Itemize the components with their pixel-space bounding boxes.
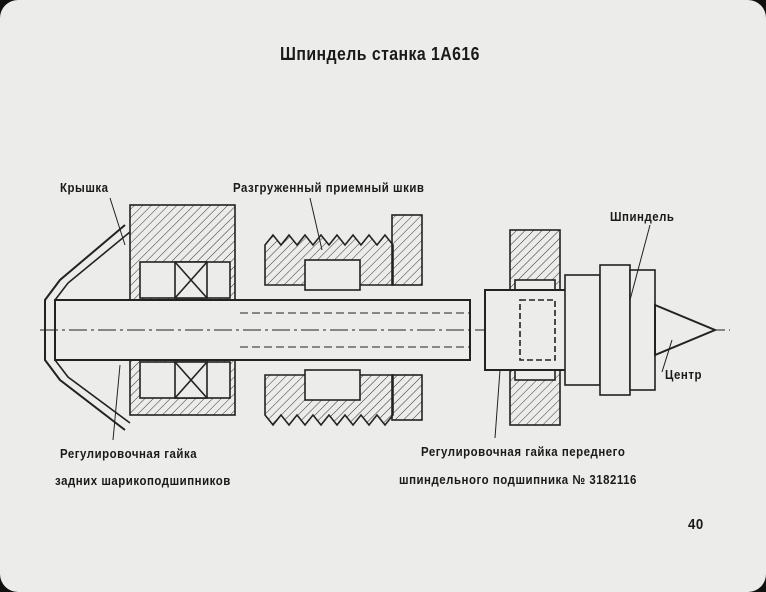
label-center: Центр [665, 367, 703, 382]
label-rear-nut-line1: Регулировочная гайка [60, 446, 198, 461]
label-front-nut-line2: шпиндельного подшипника № 3182116 [399, 472, 637, 487]
frame-number: 40 [688, 516, 704, 533]
front-bearing [564, 274, 601, 386]
label-pulley: Разгруженный приемный шкив [233, 180, 425, 195]
slide-title: Шпиндель станка 1А616 [280, 44, 480, 64]
label-cover: Крышка [60, 180, 109, 195]
label-front-nut-line1: Регулировочная гайка переднего [421, 444, 626, 459]
label-rear-nut-line2: задних шарикоподшипников [55, 473, 231, 488]
label-spindle: Шпиндель [610, 209, 675, 224]
pulley [264, 233, 394, 427]
rear-bearings [174, 261, 208, 399]
center-cone [654, 303, 718, 357]
